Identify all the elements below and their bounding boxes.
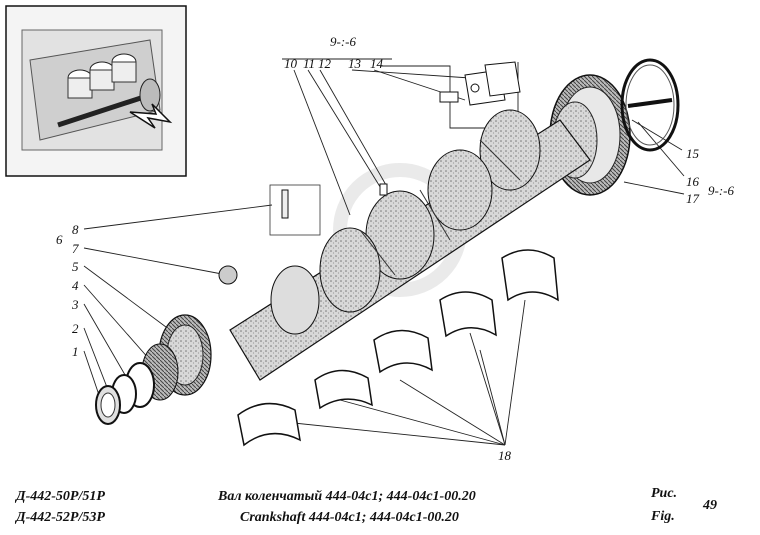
- model-code-1: Д-442-50Р/51Р: [16, 489, 105, 504]
- callout-2: 2: [72, 321, 79, 336]
- callout-18: 18: [498, 448, 512, 463]
- callout-8: 8: [72, 222, 79, 237]
- crankshaft: [229, 109, 591, 381]
- callout-15: 15: [686, 146, 700, 161]
- figure-number: 49: [703, 498, 717, 513]
- callout-10: 10: [284, 56, 298, 71]
- diagram-title-ru: Вал коленчатый 444-04с1; 444-04с1-00.20: [218, 489, 476, 504]
- diagram-title-en: Crankshaft 444-04с1; 444-04с1-00.20: [240, 510, 459, 525]
- callout-17: 17: [686, 191, 700, 206]
- callout-14: 14: [370, 56, 384, 71]
- callout-4: 4: [72, 278, 79, 293]
- model-code-2: Д-442-52Р/53Р: [16, 510, 105, 525]
- small-parts: [218, 61, 521, 285]
- callout-1: 1: [72, 344, 79, 359]
- callout-group-left: 6: [56, 232, 63, 247]
- callout-group-right: 9-:-6: [708, 183, 734, 198]
- callout-11: 11: [303, 56, 315, 71]
- callout-7: 7: [72, 241, 79, 256]
- figure-label-ru: Рис.: [651, 486, 678, 501]
- callout-5: 5: [72, 259, 79, 274]
- callout-13: 13: [348, 56, 362, 71]
- callout-16: 16: [686, 174, 700, 189]
- bearing-shells: [237, 249, 559, 447]
- ring-gear-part-15: [620, 58, 680, 152]
- callout-group-top: 9-:-6: [330, 34, 356, 49]
- engine-location-inset: [5, 5, 187, 177]
- callout-12: 12: [318, 56, 332, 71]
- callout-labels: 9-:-6 10 11 12 13 14 15 16 17 9-:-6 6 8 …: [56, 34, 734, 463]
- leader-lines: [83, 58, 685, 446]
- figure-label-en: Fig.: [651, 509, 675, 524]
- callout-3: 3: [71, 297, 79, 312]
- front-gears: [95, 314, 212, 425]
